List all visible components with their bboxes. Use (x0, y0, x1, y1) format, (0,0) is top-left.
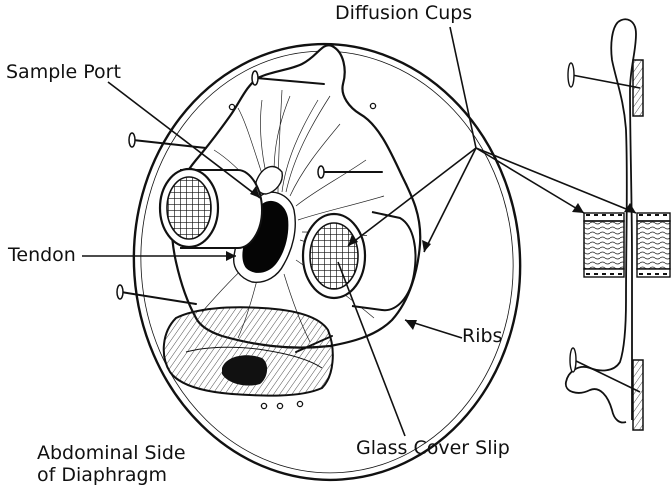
section-cup-right (637, 213, 670, 277)
caption-line-1: Abdominal Side (37, 443, 186, 465)
lower-tissue-fold (164, 307, 333, 395)
glass-cover-slip-label: Glass Cover Slip (356, 438, 510, 460)
section-cup-left (584, 213, 624, 277)
cross-section-view (566, 19, 670, 430)
ribs-label: Ribs (462, 326, 502, 348)
left-diffusion-cup (160, 169, 262, 248)
tendon-label: Tendon (8, 245, 76, 267)
caption-line-2: of Diaphragm (37, 465, 186, 487)
figure-caption: Abdominal Side of Diaphragm (37, 443, 186, 487)
sample-port-label: Sample Port (6, 62, 121, 84)
diffusion-cups-label: Diffusion Cups (335, 3, 472, 25)
